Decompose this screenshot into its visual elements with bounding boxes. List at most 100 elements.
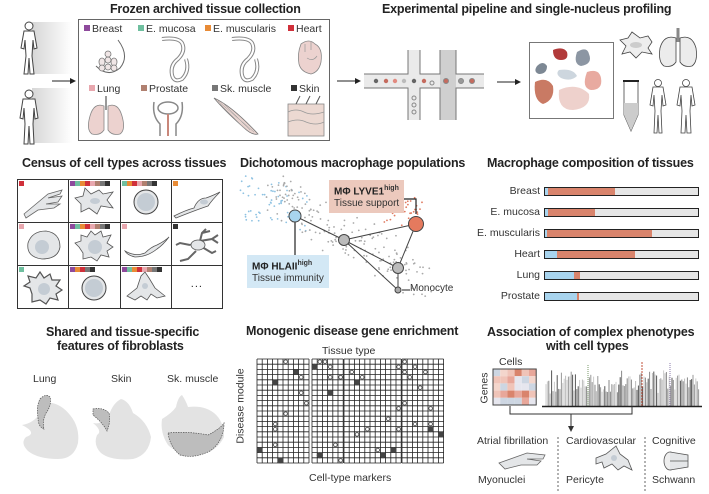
heatmap-border — [492, 368, 537, 406]
bar-category-label: E. muscularis — [476, 227, 540, 239]
scatter-point — [333, 232, 336, 235]
bar-segment — [545, 188, 549, 195]
scatter-point — [281, 199, 284, 202]
tissue-e-muscularis: E. muscularis — [205, 23, 276, 35]
scatter-point — [352, 256, 355, 259]
donor-figures-icon — [19, 21, 72, 145]
scatter-point — [364, 228, 367, 231]
scatter-point — [287, 215, 289, 218]
bar-category-label: Heart — [514, 248, 540, 260]
scatter-point — [360, 239, 362, 242]
heatmap-cell — [514, 397, 522, 405]
enrichment-dot — [283, 411, 288, 416]
macrophage-trajectory-plot — [239, 175, 433, 298]
trajectory-edge — [343, 239, 399, 269]
scatter-point — [319, 218, 322, 220]
scatter-point — [286, 185, 288, 188]
scatter-point — [327, 219, 330, 222]
census-cell-flat — [120, 223, 172, 266]
scatter-point — [288, 189, 291, 192]
enrichment-dot — [272, 379, 279, 386]
scatter-point — [347, 254, 350, 256]
tissue-chip — [100, 181, 106, 186]
bar-row: E. muscularis — [476, 227, 706, 241]
tissue-chip — [85, 224, 91, 229]
flat-cell-icon — [123, 236, 169, 258]
scatter-point — [250, 177, 253, 179]
scatter-point — [345, 245, 348, 248]
tissue-chip — [151, 181, 157, 186]
scatter-point — [394, 249, 396, 252]
monocyte-label: Monocyte — [410, 283, 454, 294]
enrichment-dot — [359, 375, 365, 380]
bar-track — [544, 208, 699, 217]
enrichment-dot — [338, 375, 343, 380]
tissue-collection-title: Frozen archived tissue collection — [110, 2, 301, 16]
scatter-point — [265, 196, 268, 198]
scatter-point — [279, 194, 281, 197]
heatmap-cell — [521, 376, 529, 384]
tissue-chip — [70, 224, 76, 229]
bar-segment — [545, 209, 549, 216]
umap-clusters-icon — [529, 42, 614, 119]
scatter-point — [363, 243, 365, 245]
scatter-point — [271, 186, 274, 188]
scatter-point — [286, 211, 289, 214]
bar-segment — [548, 188, 616, 195]
pipeline-title: Experimental pipeline and single-nucleus… — [382, 2, 672, 16]
enrichment-dot — [273, 442, 278, 447]
scatter-point — [282, 184, 285, 187]
scatter-point — [385, 237, 388, 240]
scatter-point — [277, 184, 280, 187]
heatmap-cell — [500, 383, 508, 391]
scatter-point — [389, 218, 392, 221]
bar-segment — [574, 272, 581, 279]
scatter-point — [271, 218, 273, 221]
lyve1-name: MΦ LYVE1 — [334, 186, 385, 198]
hlaii-desc: Tissue immunity — [252, 273, 324, 285]
scatter-point — [270, 183, 273, 186]
complex-phenotypes-title-line2: with cell types — [546, 339, 629, 353]
scatter-point — [352, 222, 355, 224]
fibroblasts-title-line1: Shared and tissue-specific — [46, 325, 200, 339]
tissue-chip — [90, 181, 96, 186]
scatter-point — [277, 195, 280, 198]
scatter-point — [318, 232, 321, 235]
scatter-point — [282, 175, 285, 178]
scatter-point — [343, 224, 346, 227]
scatter-point — [276, 189, 279, 192]
schwann-cell-icon — [663, 451, 689, 471]
spindle-cell-icon — [173, 191, 221, 219]
census-cell-round — [69, 266, 121, 309]
scatter-point — [344, 252, 347, 254]
scatter-point — [284, 193, 287, 196]
fibroblast-tissue-lung: Lung — [33, 373, 57, 385]
scatter-point — [328, 226, 331, 229]
scatter-point — [255, 216, 258, 219]
scatter-point — [308, 214, 311, 216]
scatter-point — [386, 270, 389, 273]
scatter-point — [390, 269, 392, 272]
heatmap-cell — [500, 390, 508, 398]
scatter-point — [308, 229, 311, 231]
scatter-point — [428, 267, 431, 270]
tissue-chip — [80, 224, 86, 229]
heatmap-cell — [500, 369, 508, 377]
enrichment-dot — [327, 389, 334, 396]
bar-segment — [577, 293, 579, 300]
enrichment-dot — [412, 421, 418, 427]
tissue-chip — [70, 181, 76, 186]
scatter-point — [244, 175, 247, 177]
cell-type-myonuclei: Myonuclei — [478, 474, 526, 486]
scatter-point — [291, 197, 294, 200]
heatmap-cell — [507, 390, 515, 398]
tissue-block — [401, 358, 445, 464]
enrichment-dot — [402, 369, 407, 375]
heatmap-cell — [521, 397, 529, 405]
scatter-point — [298, 191, 300, 194]
more-ellipsis: ... — [190, 278, 203, 290]
scatter-point — [422, 266, 424, 269]
tissue-chip — [80, 267, 86, 272]
association-connector — [509, 406, 633, 432]
myonuclei-cell-icon — [498, 452, 546, 470]
